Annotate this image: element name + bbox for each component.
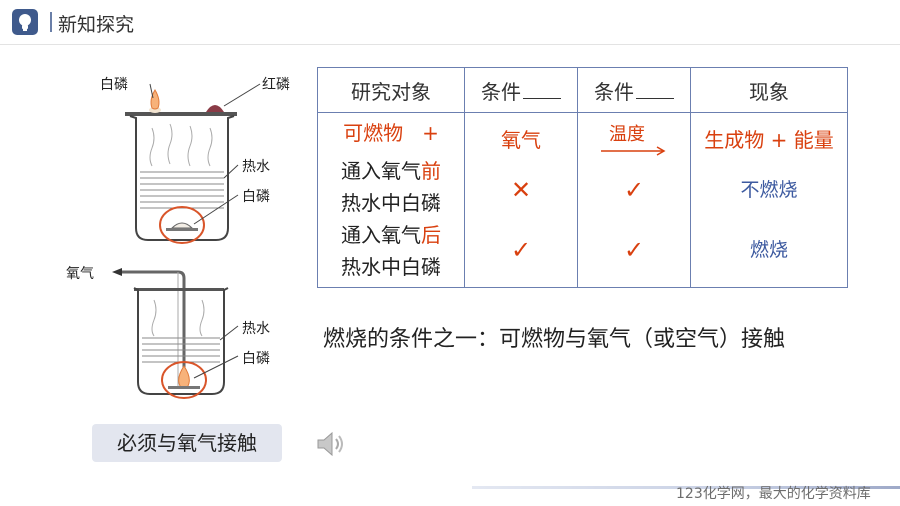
title-separator bbox=[50, 12, 52, 32]
phenomenon-cell: 生成物 + 能量 不燃烧 燃烧 bbox=[690, 112, 848, 288]
burn-label: 燃烧 bbox=[749, 239, 788, 261]
page-title: 新知探究 bbox=[58, 14, 135, 36]
cross-icon: ✕ bbox=[510, 176, 532, 204]
combustible-label: 可燃物 bbox=[343, 121, 404, 145]
conclusion-text: 燃烧的条件之一：可燃物与氧气（或空气）接触 bbox=[323, 327, 786, 352]
temperature-condition-cell: 温度 ✓ ✓ bbox=[577, 112, 691, 288]
label-hot-water-top: 热水 bbox=[242, 159, 270, 175]
table-header-row: 研究对象 条件 条件 现象 bbox=[317, 67, 848, 113]
header-subject: 研究对象 bbox=[317, 67, 465, 113]
no-burn-label: 不燃烧 bbox=[740, 179, 798, 201]
oxygen-label: 氧气 bbox=[501, 128, 541, 152]
subject-cell: 可燃物 + 通入氧气前 热水中白磷 通入氧气后 热水中白磷 bbox=[317, 112, 465, 288]
lightbulb-icon bbox=[12, 9, 38, 35]
check-icon: ✓ bbox=[623, 176, 645, 204]
label-oxygen: 氧气 bbox=[66, 266, 94, 282]
header-divider bbox=[0, 44, 900, 45]
beaker-illustration bbox=[112, 83, 261, 399]
before-label: 前 bbox=[421, 159, 441, 183]
product-energy-label: 生成物 + 能量 bbox=[704, 128, 834, 152]
header-condition-2: 条件 bbox=[577, 67, 691, 113]
check-icon: ✓ bbox=[623, 236, 645, 264]
header-phenomenon: 现象 bbox=[690, 67, 848, 113]
plus-sign: + bbox=[422, 121, 439, 145]
header-condition-1: 条件 bbox=[464, 67, 578, 113]
oxygen-condition-cell: 氧气 ✕ ✓ bbox=[464, 112, 578, 288]
blank-line bbox=[523, 97, 561, 99]
bottom-beaker bbox=[112, 268, 239, 399]
speaker-icon[interactable] bbox=[316, 430, 348, 462]
label-red-phosphorus: 红磷 bbox=[262, 77, 290, 93]
watermark-text: 123化学网，最大的化学资料库 bbox=[676, 486, 871, 502]
footer-bar bbox=[472, 486, 900, 489]
label-white-phosphorus-top: 白磷 bbox=[100, 77, 128, 93]
temperature-label: 温度 bbox=[609, 124, 645, 145]
top-beaker bbox=[125, 83, 261, 244]
label-white-phosphorus-bottom: 白磷 bbox=[242, 351, 270, 367]
label-white-phosphorus-water: 白磷 bbox=[242, 189, 270, 205]
experiment-diagram: 白磷 红磷 热水 白磷 氧气 热水 白磷 bbox=[60, 60, 320, 420]
check-icon: ✓ bbox=[510, 236, 532, 264]
blank-line bbox=[636, 97, 674, 99]
must-contact-oxygen-box: 必须与氧气接触 bbox=[92, 424, 282, 462]
header: 新知探究 bbox=[0, 0, 900, 44]
experiment-table: 研究对象 条件 条件 现象 可燃物 + 通入氧气前 热水中白磷 通入氧气后 热水… bbox=[317, 67, 848, 288]
after-label: 后 bbox=[421, 223, 441, 247]
arrow-right-icon bbox=[601, 146, 666, 156]
label-hot-water-bottom: 热水 bbox=[242, 321, 270, 337]
